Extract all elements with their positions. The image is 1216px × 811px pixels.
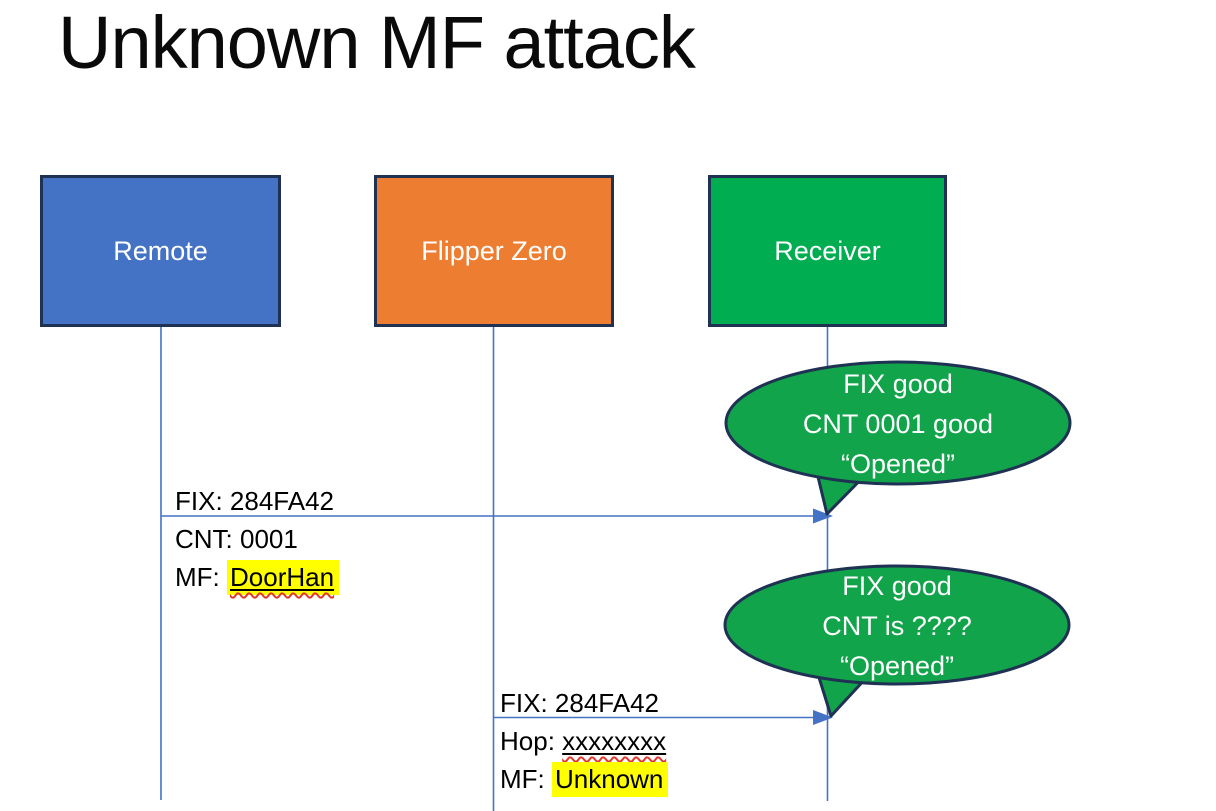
message-line-hop: Hop: xxxxxxxx: [500, 722, 668, 760]
message-line-mf: MF: DoorHan: [175, 558, 340, 596]
hop-prefix: Hop:: [500, 726, 563, 756]
mf-value: DoorHan: [230, 562, 335, 592]
mf-value-highlight: DoorHan: [227, 560, 340, 595]
hop-value-squiggle: xxxxxxxx: [562, 726, 666, 756]
actor-label-remote: Remote: [113, 235, 208, 266]
callout-line: “Opened”: [840, 449, 956, 479]
message-2-labels: FIX: 284FA42 Hop: xxxxxxxx MF: Unknown: [500, 684, 669, 798]
callout-line: CNT is ????: [822, 611, 972, 641]
arrowhead-icon-remote-to-receiver: [813, 508, 833, 524]
actor-box-flipper-zero: Flipper Zero: [374, 175, 614, 327]
message-line-fix: FIX: 284FA42: [500, 684, 668, 722]
actor-box-receiver: Receiver: [708, 175, 947, 327]
fix-value: FIX: 284FA42: [500, 688, 659, 718]
message-line-mf: MF: Unknown: [500, 760, 669, 798]
mf-prefix: MF:: [500, 764, 552, 794]
fix-value: FIX: 284FA42: [175, 486, 334, 516]
message-line-fix: FIX: 284FA42: [175, 482, 339, 520]
callout-line: FIX good: [843, 369, 953, 399]
callout-1-text: FIX good CNT 0001 good “Opened”: [726, 364, 1070, 484]
callout-ellipse-1: [724, 360, 1072, 486]
callout-bubble-2: [723, 564, 1071, 718]
callout-2-text: FIX good CNT is ???? “Opened”: [725, 566, 1069, 686]
arrowhead-icon-flipper-to-receiver: [813, 710, 833, 725]
mf-value: Unknown: [552, 762, 669, 797]
slide-title: Unknown MF attack: [58, 1, 696, 84]
callout-line: “Opened”: [839, 651, 955, 681]
cnt-value: CNT: 0001: [175, 524, 298, 554]
message-line-cnt: CNT: 0001: [175, 520, 339, 558]
callout-ellipse-2: [723, 564, 1071, 686]
actor-label-flipper-zero: Flipper Zero: [421, 235, 567, 266]
actor-box-remote: Remote: [40, 175, 281, 327]
callout-line: CNT 0001 good: [802, 409, 994, 439]
callout-bubble-1: [724, 360, 1072, 516]
actor-label-receiver: Receiver: [774, 235, 881, 266]
mf-prefix: MF:: [175, 562, 227, 592]
message-1-labels: FIX: 284FA42 CNT: 0001 MF: DoorHan: [175, 482, 340, 596]
callout-line: FIX good: [842, 571, 952, 601]
hop-value: xxxxxxxx: [562, 726, 667, 756]
